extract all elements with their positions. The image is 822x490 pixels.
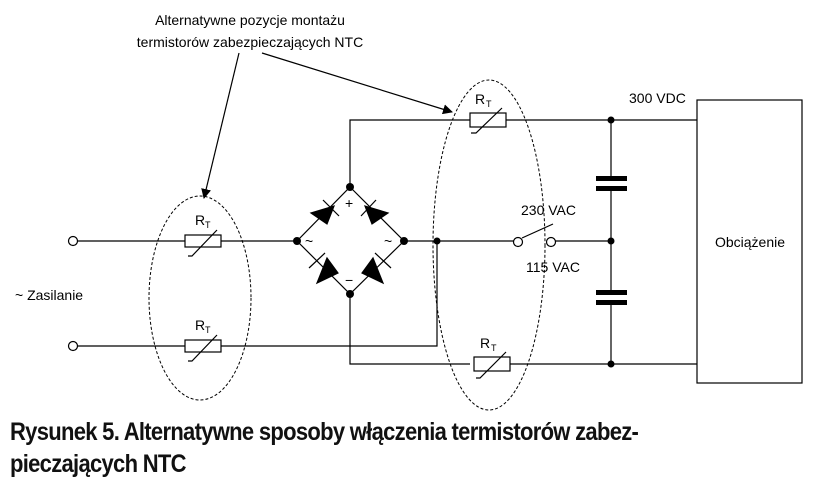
supply-label: ~ Zasilanie <box>15 287 83 303</box>
diode-icon <box>361 256 385 285</box>
figure-caption: Rysunek 5. Alternatywne sposoby włączeni… <box>10 416 714 480</box>
thermistor-subscript: T <box>205 220 211 230</box>
thermistor-subscript: T <box>486 99 492 109</box>
junction-dot <box>607 237 615 245</box>
voltage-selector-switch <box>512 223 557 248</box>
annotation-arrow-left <box>201 52 240 199</box>
diode-icon <box>363 205 390 225</box>
annotation-line-1: Alternatywne pozycje montażu <box>155 12 345 28</box>
capacitor-bottom <box>596 290 627 305</box>
dashed-ellipse-output <box>432 79 546 411</box>
annotation-arrow-right <box>261 52 453 115</box>
bridge-minus-label: − <box>345 272 353 288</box>
thermistor-label: R <box>195 317 205 333</box>
thermistor-label: R <box>475 91 485 107</box>
thermistor-input-bottom: R T <box>184 317 222 362</box>
junction-dot <box>433 237 441 245</box>
thermistor-output-top: R T <box>469 91 507 134</box>
dc-voltage-label: 300 VDC <box>629 90 686 106</box>
dashed-ellipse-input <box>148 195 252 401</box>
supply-terminal-bottom <box>67 340 79 352</box>
switch-115-label: 115 VAC <box>526 259 580 275</box>
annotation-line-2: termistorów zabezpieczających NTC <box>137 34 363 50</box>
caption-line-2: pieczających NTC <box>10 450 187 478</box>
input-wires <box>78 240 438 347</box>
thermistor-subscript: T <box>491 343 497 353</box>
load-label: Obciążenie <box>715 234 785 250</box>
junction-dot <box>607 116 615 124</box>
bridge-ac-left-label: ~ <box>305 233 313 249</box>
thermistor-input-top: R T <box>184 212 222 257</box>
junction-dot <box>607 360 615 368</box>
caption-line-1: Rysunek 5. Alternatywne sposoby włączeni… <box>10 418 639 446</box>
bridge-ac-right-label: ~ <box>384 233 392 249</box>
bridge-plus-label: + <box>345 195 353 211</box>
diode-icon <box>309 205 336 225</box>
diode-icon <box>315 256 339 285</box>
thermistor-label: R <box>195 212 205 228</box>
bridge-rectifier: + − ~ ~ <box>293 183 408 298</box>
capacitor-top <box>596 176 627 191</box>
load-box <box>696 99 803 384</box>
supply-terminal-top <box>67 235 79 247</box>
switch-230-label: 230 VAC <box>521 202 576 218</box>
thermistor-subscript: T <box>205 325 211 335</box>
thermistor-output-bottom: R T <box>473 335 511 379</box>
thermistor-label: R <box>480 335 490 351</box>
